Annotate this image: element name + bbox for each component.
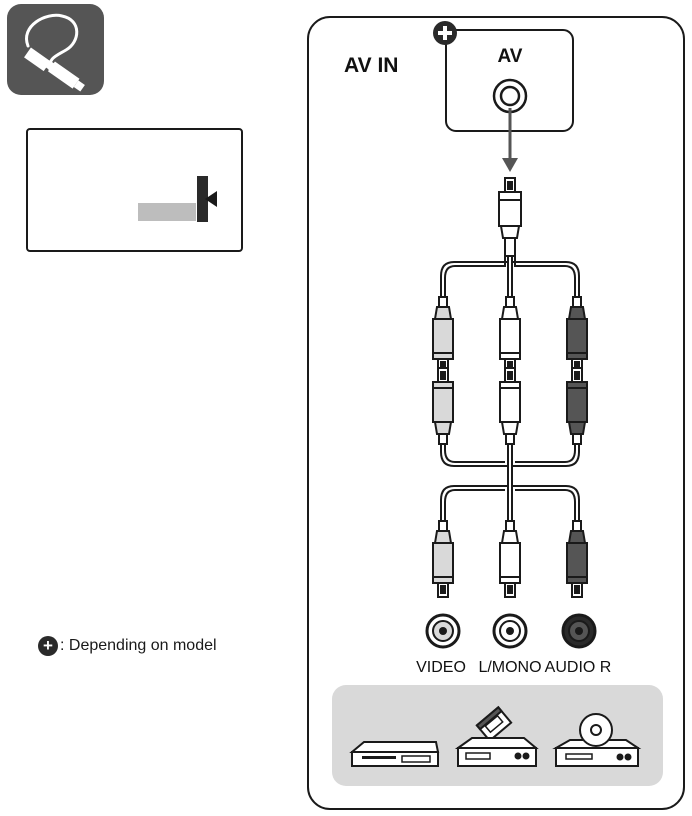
av-plug [498,177,522,257]
video-label: VIDEO [416,659,466,676]
vcr-icon [454,705,539,767]
port-location-icon [26,128,243,252]
disc-player-icon [552,713,642,767]
dvd-player-icon [349,741,440,767]
panel-title: AV IN [344,54,398,77]
legend-text: : Depending on model [60,637,217,654]
av-port-label: AV [498,46,523,67]
av-jack [492,78,528,114]
lmono-label: L/MONO [478,659,541,676]
av-cable-icon [7,4,104,95]
audior-label: AUDIO R [545,659,612,676]
plus-icon [433,21,457,45]
lmono-jack [492,613,528,649]
connection-arrow [502,108,518,172]
audior-jack [561,613,597,649]
main-panel [307,16,685,810]
middle-cable [440,444,580,528]
plus-icon: + [38,636,58,656]
video-jack [425,613,461,649]
legend: + : Depending on model [38,636,217,656]
upper-cable-split [440,256,580,304]
device-area [332,685,663,786]
